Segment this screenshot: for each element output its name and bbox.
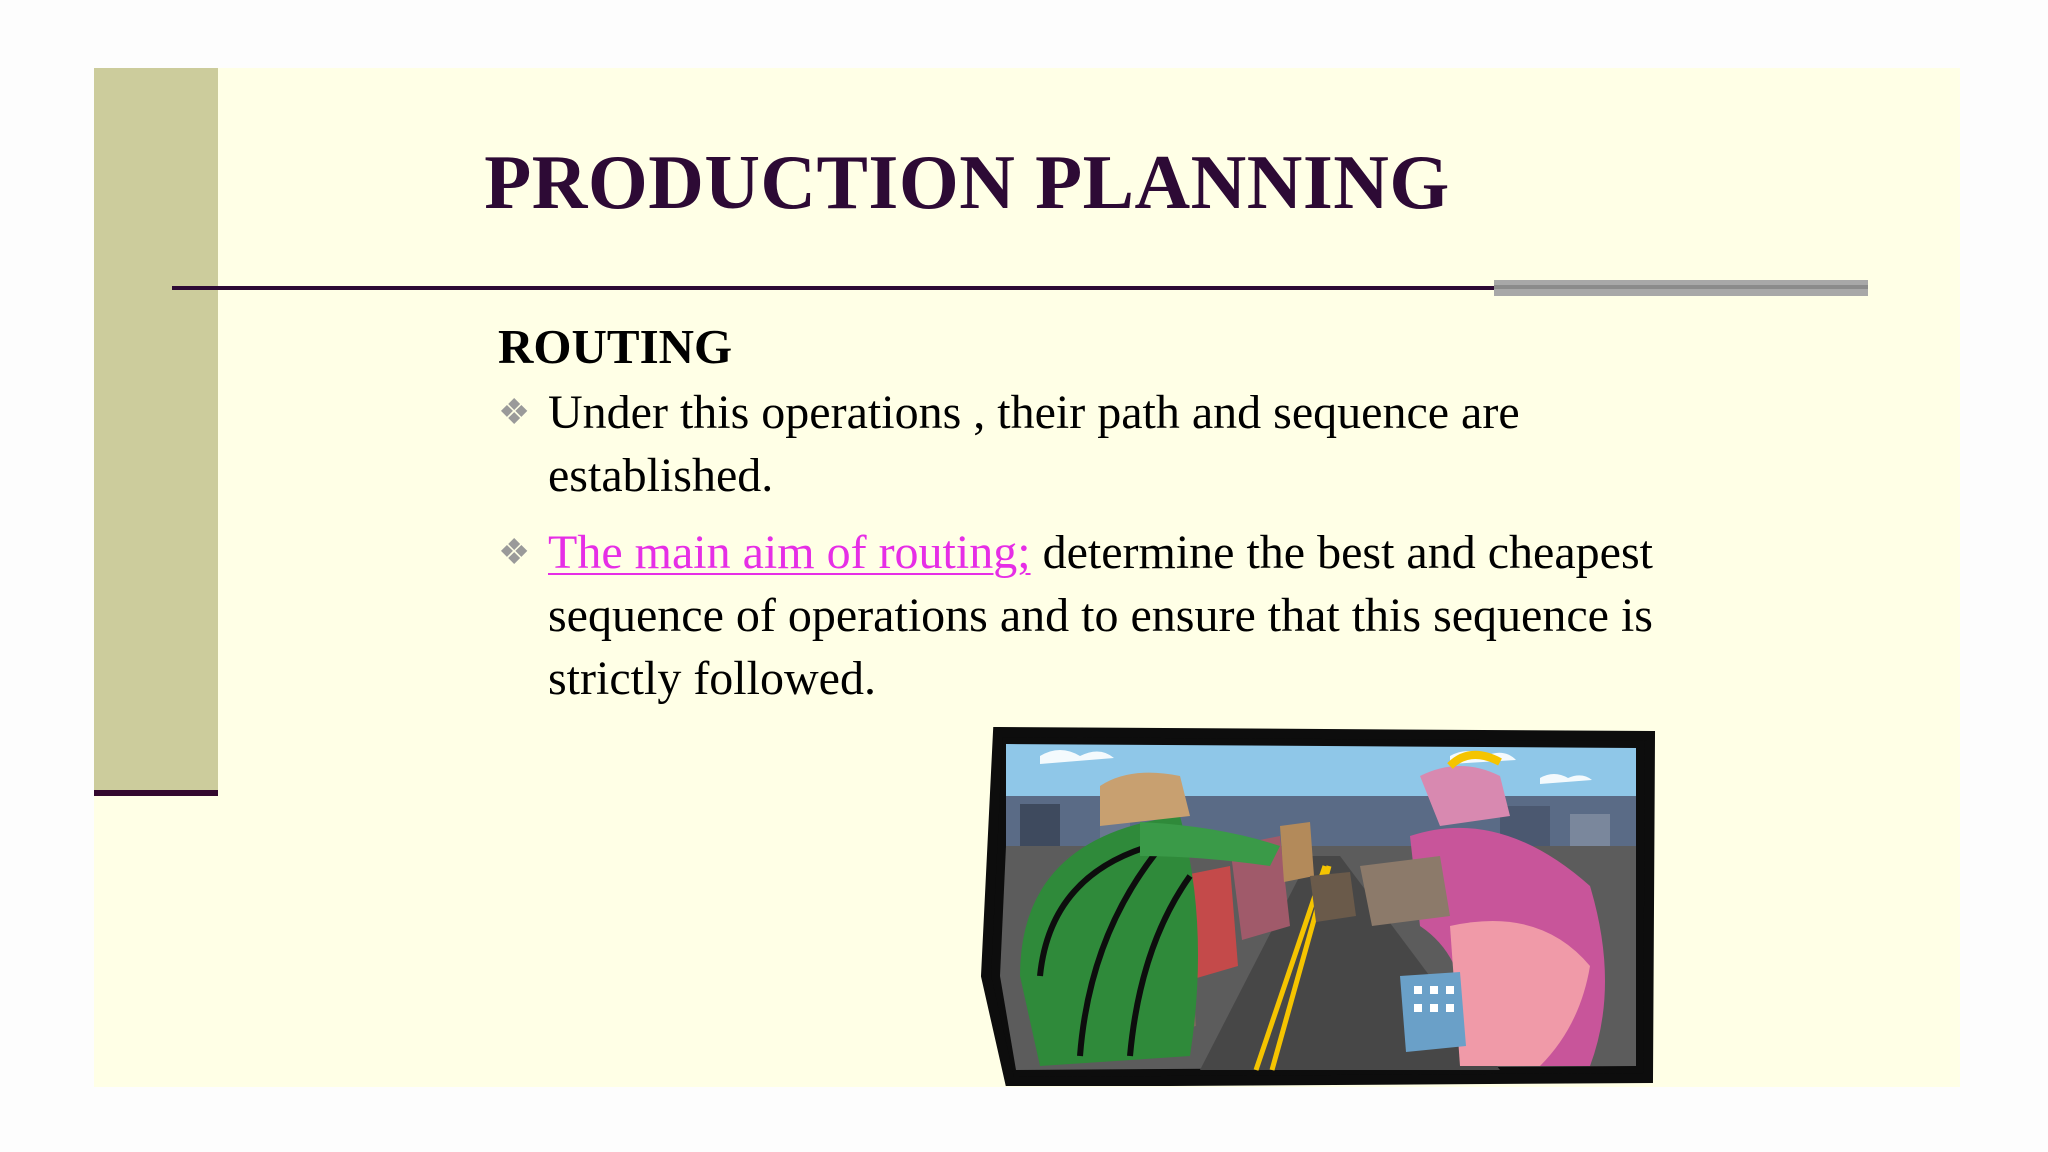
side-bar-rule bbox=[94, 790, 218, 796]
diamond-bullet-icon: ❖ bbox=[498, 532, 531, 572]
section-heading: ROUTING bbox=[498, 319, 733, 374]
title-rule bbox=[172, 286, 1592, 290]
slide-title: PRODUCTION PLANNING bbox=[484, 139, 1450, 225]
bullet-text: determine the best and cheapest sequence… bbox=[548, 526, 1653, 705]
diamond-bullet-icon: ❖ bbox=[498, 392, 531, 432]
bullet-link[interactable]: The main aim of routing; bbox=[548, 526, 1031, 579]
slide: PRODUCTION PLANNING ROUTING ❖ Under this… bbox=[94, 68, 1960, 1087]
bullet-item: ❖ Under this operations , their path and… bbox=[498, 381, 1738, 507]
title-rule-accent-line bbox=[1494, 285, 1868, 289]
slide-content: ROUTING ❖ Under this operations , their … bbox=[498, 318, 1738, 724]
bullet-text: Under this operations , their path and s… bbox=[548, 386, 1520, 502]
bullet-item: ❖ The main aim of routing; determine the… bbox=[498, 521, 1738, 710]
city-road-clipart-icon bbox=[980, 726, 1656, 1086]
side-bar bbox=[94, 68, 218, 794]
title-rule-accent bbox=[1494, 280, 1868, 296]
